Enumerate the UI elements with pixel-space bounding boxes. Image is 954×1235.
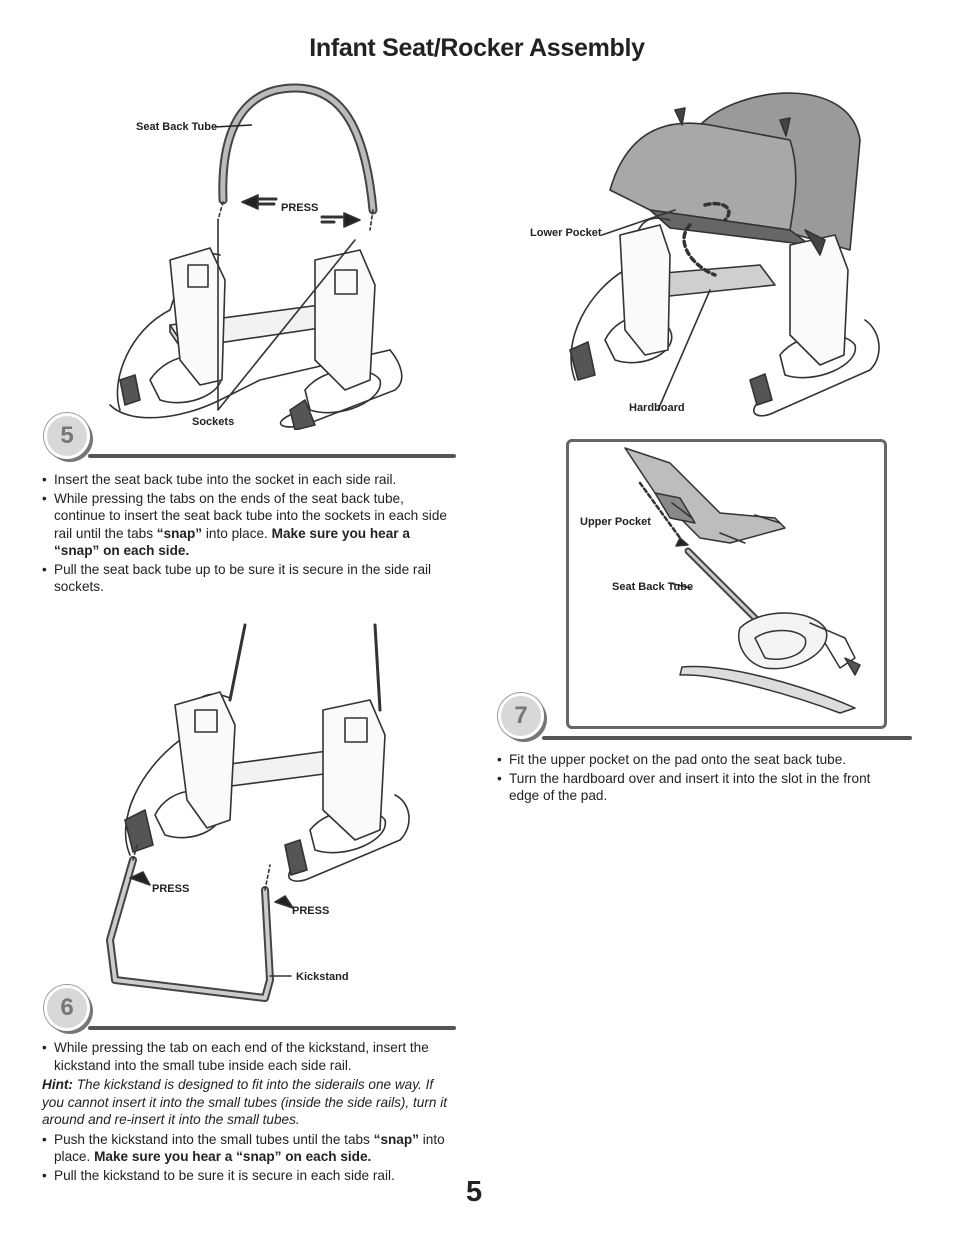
step-5-illustration <box>109 83 403 430</box>
step-5-bullet-1: Insert the seat back tube into the socke… <box>42 471 447 489</box>
label-press: PRESS <box>281 202 319 214</box>
step-7-divider <box>542 736 912 740</box>
leader-line <box>214 124 253 128</box>
label-seat-back-tube: Seat Back Tube <box>136 121 218 133</box>
step-6-divider <box>88 1026 456 1030</box>
label-kickstand: Kickstand <box>296 971 349 983</box>
label-hardboard: Hardboard <box>629 402 685 414</box>
step-6-bullet-2: Push the kickstand into the small tubes … <box>42 1131 447 1166</box>
step-7-badge: 7 <box>498 693 544 739</box>
label-upper-pocket: Upper Pocket <box>580 516 651 528</box>
label-press-left: PRESS <box>152 883 190 895</box>
step-6-illustration <box>106 623 410 1002</box>
page-number: 5 <box>466 1176 483 1208</box>
label-sockets: Sockets <box>192 416 235 428</box>
step-7-inset-panel <box>566 439 887 729</box>
step-5-bullet-3: Pull the seat back tube up to be sure it… <box>42 561 447 596</box>
step-6-instructions: While pressing the tab on each end of th… <box>42 1039 447 1185</box>
step-7-bullet-2: Turn the hardboard over and insert it in… <box>497 770 902 805</box>
label-seat-back-tube-inset: Seat Back Tube <box>612 581 694 593</box>
step-6-bullet-1: While pressing the tab on each end of th… <box>42 1039 447 1074</box>
step-7-instructions: Fit the upper pocket on the pad onto the… <box>497 751 902 806</box>
step-5-badge: 5 <box>44 413 90 459</box>
step-7-illustration <box>569 92 880 417</box>
step-5-divider <box>88 454 456 458</box>
step-5-instructions: Insert the seat back tube into the socke… <box>42 471 447 597</box>
step-5-bullet-2: While pressing the tabs on the ends of t… <box>42 490 447 560</box>
label-press-right: PRESS <box>292 905 330 917</box>
step-6-bullet-3: Pull the kickstand to be sure it is secu… <box>42 1167 447 1185</box>
step-7-bullet-1: Fit the upper pocket on the pad onto the… <box>497 751 902 769</box>
page-title: Infant Seat/Rocker Assembly <box>309 34 645 62</box>
label-lower-pocket: Lower Pocket <box>530 227 602 239</box>
step-7-inset-illustration <box>624 447 861 714</box>
step-6-badge: 6 <box>44 985 90 1031</box>
step-6-hint: Hint: The kickstand is designed to fit i… <box>42 1077 447 1127</box>
